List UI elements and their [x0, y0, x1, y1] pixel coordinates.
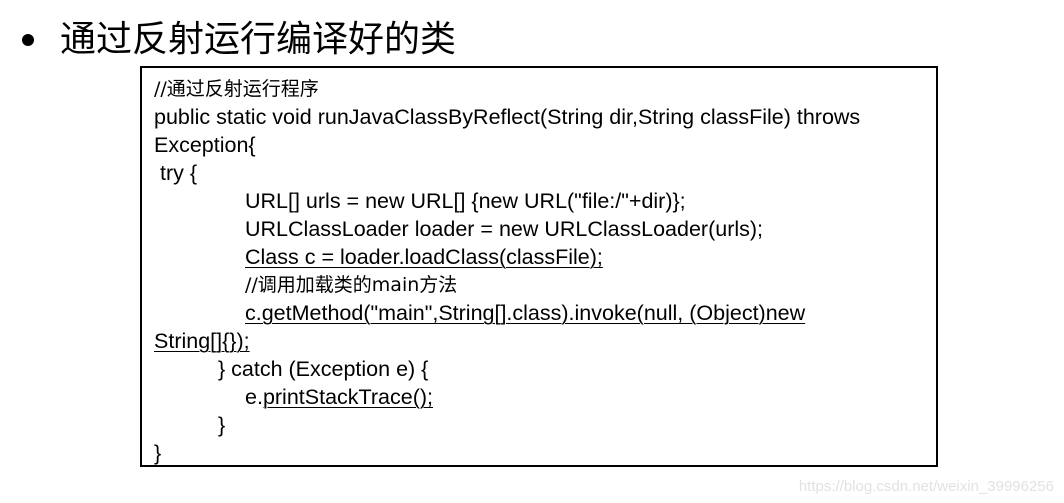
code-line: } catch (Exception e) { [218, 357, 429, 381]
bullet-dot-icon [22, 34, 34, 46]
code-line: try { [154, 161, 198, 185]
code-line: Exception{ [154, 133, 256, 157]
code-line: public static void runJavaClassByReflect… [154, 105, 861, 129]
watermark: https://blog.csdn.net/weixin_39996256 [798, 478, 1054, 495]
code-line: Class c = loader.loadClass(classFile); [245, 245, 603, 269]
code-line: e.printStackTrace(); [245, 383, 433, 411]
code-segment: printStackTrace(); [262, 385, 433, 409]
code-segment: e. [245, 385, 263, 409]
code-line: String[]{}); [154, 329, 250, 353]
page-title: 通过反射运行编译好的类 [60, 19, 457, 60]
code-block: //通过反射运行程序 public static void runJavaCla… [140, 66, 938, 467]
code-comment-line: //调用加载类的main方法 [245, 274, 458, 296]
code-line: c.getMethod("main",String[].class).invok… [245, 301, 806, 325]
code-line: } [154, 441, 162, 465]
code-line: URL[] urls = new URL[] {new URL("file:/"… [245, 189, 686, 213]
code-line: URLClassLoader loader = new URLClassLoad… [245, 217, 764, 241]
code-comment-line: //通过反射运行程序 [154, 78, 319, 100]
slide-title: 通过反射运行编译好的类 [18, 12, 456, 68]
code-line: } [218, 413, 226, 437]
